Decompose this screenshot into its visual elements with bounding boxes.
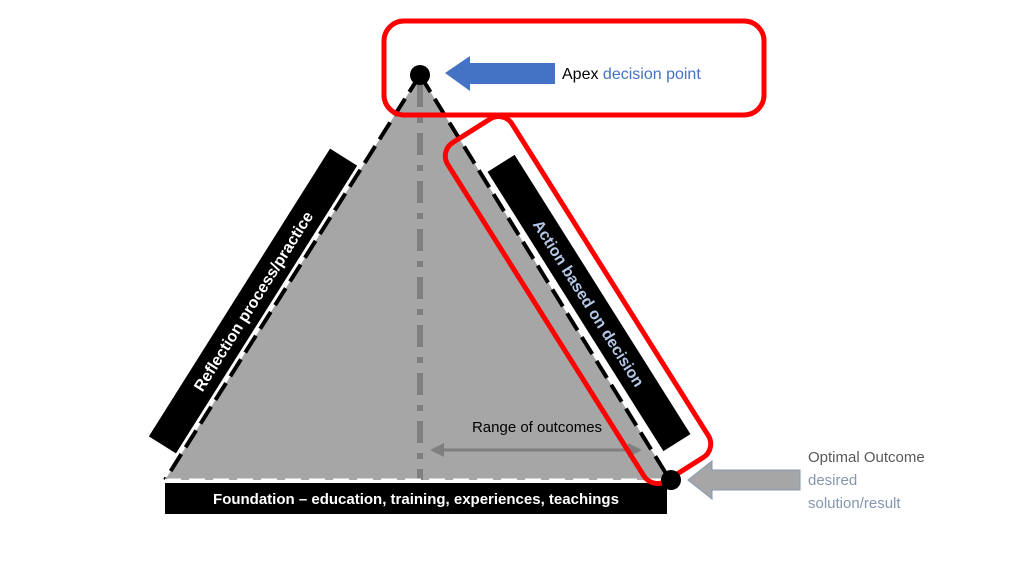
apex-label: Apex decision point bbox=[562, 66, 701, 83]
apex-dot bbox=[410, 65, 430, 85]
outcome-desired: desired bbox=[808, 472, 857, 489]
outcome-dot bbox=[661, 470, 681, 490]
outcome-title: Optimal Outcome bbox=[808, 449, 925, 466]
foundation-bar bbox=[165, 483, 667, 514]
apex-highlight bbox=[381, 18, 767, 118]
right-edge bbox=[418, 73, 672, 482]
blue-arrow-icon bbox=[445, 56, 555, 91]
range-label: Range of outcomes bbox=[472, 419, 602, 436]
foundation-label: Foundation – education, training, experi… bbox=[213, 491, 619, 508]
gray-arrow-icon bbox=[687, 459, 801, 501]
outcome-result: solution/result bbox=[808, 495, 901, 512]
left-edge bbox=[163, 73, 422, 482]
action-highlight bbox=[442, 114, 714, 486]
